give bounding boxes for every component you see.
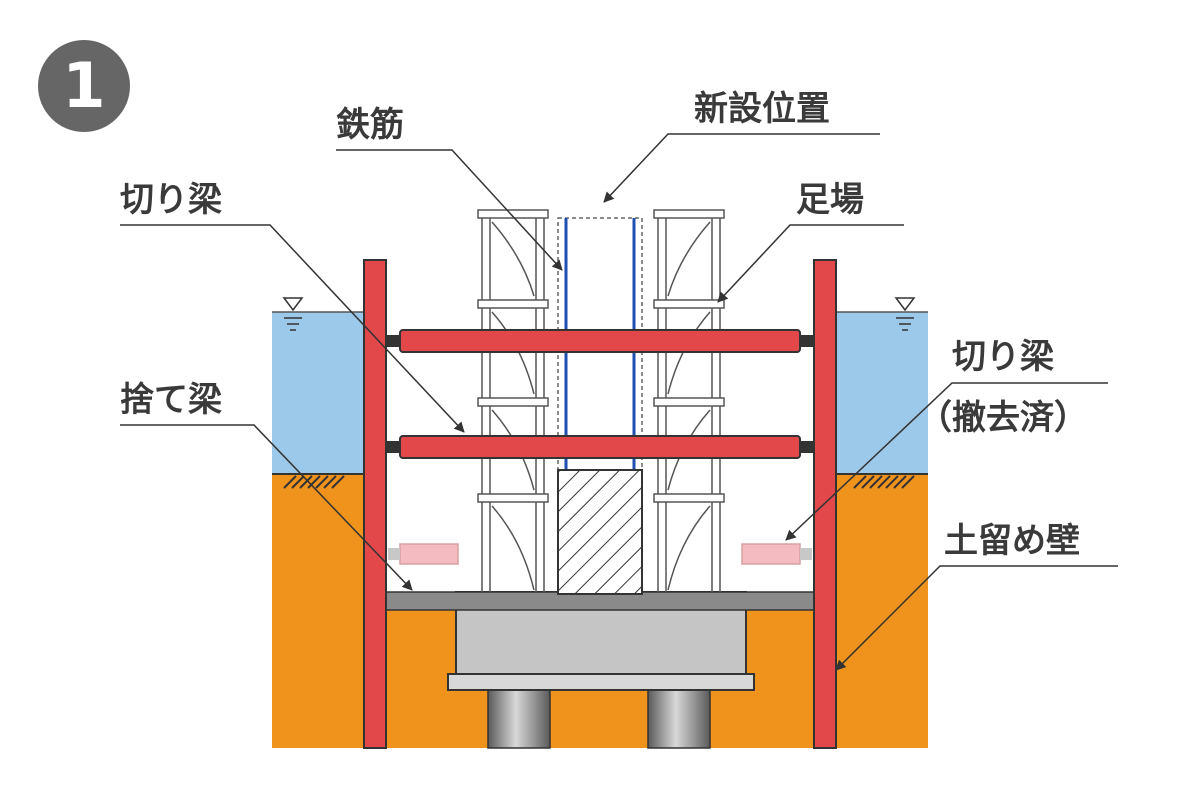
label-strut-removed: 切り梁 — [952, 337, 1054, 377]
scaffold-left — [477, 209, 549, 592]
strut-lower — [386, 435, 814, 459]
pile-left — [487, 689, 551, 749]
label-strut: 切り梁 — [120, 180, 222, 220]
label-sacrificial-beam: 捨て梁 — [120, 380, 222, 420]
ground-hatch-icon — [283, 475, 915, 489]
scaffold-right — [653, 209, 725, 592]
leader-lines — [120, 133, 1118, 671]
strut-removed-left — [388, 543, 459, 565]
retaining-wall-left — [363, 259, 387, 749]
label-rebar: 鉄筋 — [336, 105, 404, 145]
label-strut-removed-note: （撤去済） — [918, 398, 1088, 438]
soil-left — [272, 474, 364, 748]
pile-right — [647, 689, 711, 749]
existing-pier — [557, 469, 643, 595]
strut-removed-right — [741, 543, 812, 565]
soil-right — [836, 474, 928, 748]
water-level-icon — [282, 297, 916, 331]
label-new-position: 新設位置 — [694, 89, 830, 129]
label-scaffold: 足場 — [796, 180, 864, 220]
strut-upper — [386, 329, 814, 353]
footing-base — [447, 673, 755, 691]
water-left — [272, 312, 364, 474]
label-retaining-wall: 土留め壁 — [944, 521, 1080, 561]
step-number-badge: 1 — [38, 40, 130, 132]
water-right — [836, 312, 928, 474]
